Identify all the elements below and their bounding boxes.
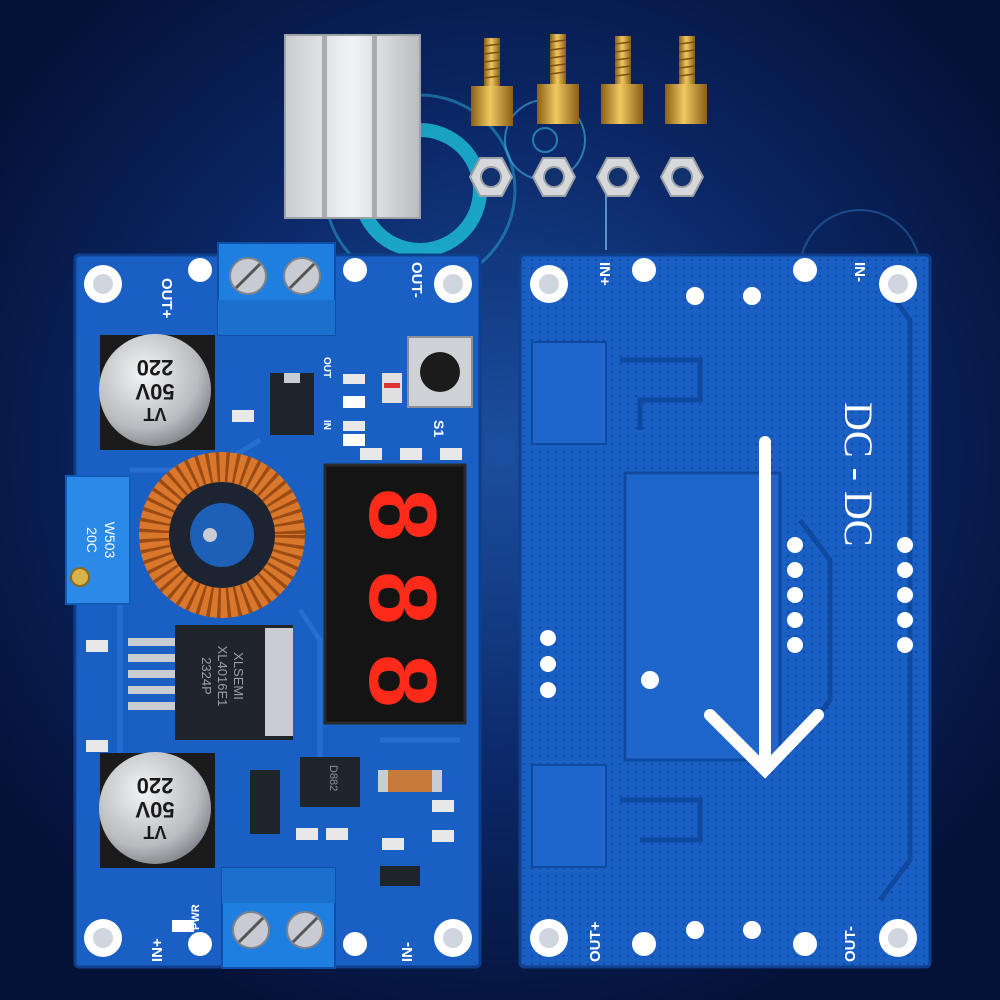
cap-top-voltage: 50V — [135, 379, 174, 404]
mounting-holes — [84, 258, 472, 957]
back-board: IN+ IN- OUT+ OUT- DC - DC — [518, 253, 932, 969]
cap-bottom-voltage: 50V — [135, 797, 174, 822]
pwr-led — [172, 920, 194, 932]
hex-nuts — [468, 157, 705, 197]
label-in-plus: IN+ — [149, 938, 166, 962]
label-s1: S1 — [431, 420, 447, 437]
cap-top-series: VT — [143, 404, 166, 424]
capacitor-top: VT 50V 220 — [99, 334, 215, 450]
standoff — [665, 36, 707, 124]
label-in-minus: IN- — [399, 942, 416, 962]
transistor — [300, 757, 360, 807]
terminal-block-in — [221, 867, 336, 969]
cap-top-value: 220 — [137, 355, 174, 380]
hex-nut — [595, 157, 641, 197]
pot-line-2: 20C — [84, 527, 100, 553]
label-in-led: IN — [321, 420, 332, 430]
back-copper-pour — [623, 471, 782, 762]
hex-nut — [531, 157, 577, 197]
transistor-marking: D882 — [327, 765, 339, 791]
seven-segment-display: 8 8 8 — [323, 463, 467, 725]
brass-standoffs — [471, 34, 707, 126]
ic-line-1: XLSEMI — [231, 652, 246, 700]
small-transistor — [380, 866, 420, 886]
back-title: DC - DC — [836, 402, 881, 546]
back-label-in-minus: IN- — [851, 262, 868, 282]
standoff — [537, 34, 579, 124]
in-led — [343, 434, 365, 446]
back-mounting-holes — [530, 258, 917, 957]
standoff — [601, 36, 643, 124]
front-board: OUT+ OUT- IN+ IN- PWR OUT IN S1 VT 50V 2… — [65, 242, 482, 969]
regulator-ic: XLSEMI XL4016E1 2324P — [128, 625, 293, 740]
label-out-minus: OUT- — [408, 262, 425, 298]
heatsink — [284, 34, 421, 219]
smd-components — [86, 373, 462, 932]
hex-nut — [468, 157, 514, 197]
cap-bottom-series: VT — [143, 822, 166, 842]
ic-line-2: XL4016E1 — [215, 646, 230, 707]
standoff — [471, 38, 513, 126]
capacitor-bottom: VT 50V 220 — [99, 752, 215, 868]
tactile-switch-s1 — [407, 336, 473, 408]
back-label-out-minus: OUT- — [842, 926, 859, 962]
label-out-led: OUT — [321, 357, 332, 378]
down-arrow-icon — [704, 436, 824, 779]
out-led — [343, 396, 365, 408]
schottky-diode-top — [270, 373, 314, 435]
display-digit-3: 8 — [349, 654, 456, 707]
potentiometer: W503 20C — [65, 475, 131, 605]
back-label-in-plus: IN+ — [596, 262, 613, 286]
ic-line-3: 2324P — [199, 657, 214, 695]
pot-line-1: W503 — [102, 522, 118, 559]
label-out-plus: OUT+ — [158, 278, 175, 319]
terminal-block-out — [217, 242, 336, 336]
display-digit-1: 8 — [349, 488, 456, 541]
back-label-out-plus: OUT+ — [587, 921, 604, 962]
hex-nut — [659, 157, 705, 197]
cap-bottom-value: 220 — [137, 773, 174, 798]
schottky-diode-bottom — [250, 770, 280, 834]
display-digit-2: 8 — [349, 571, 456, 624]
toroid-inductor — [139, 452, 305, 618]
